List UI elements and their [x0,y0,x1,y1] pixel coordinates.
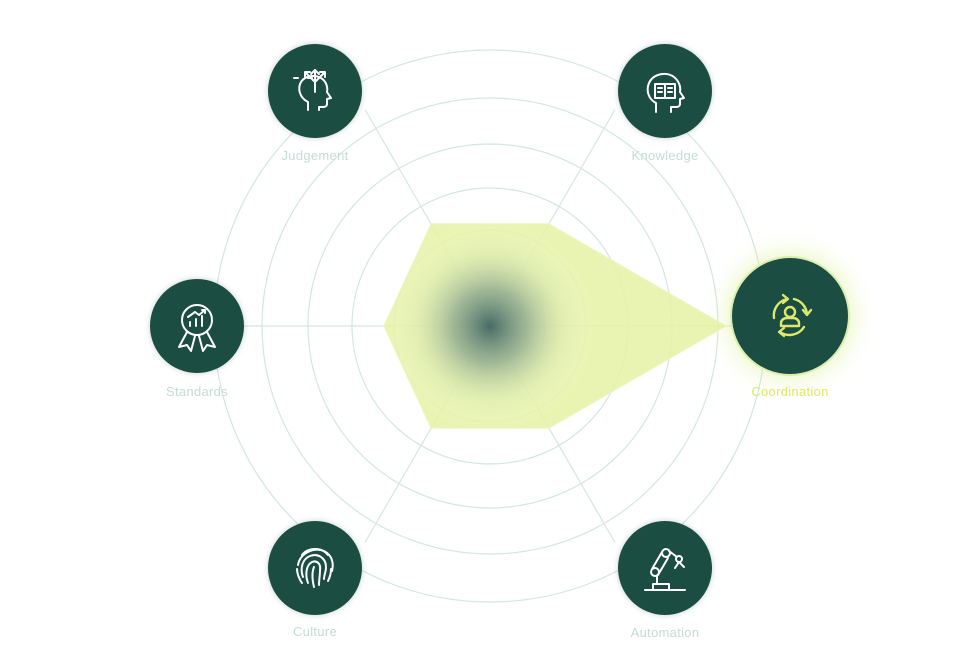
center-glow [385,221,595,431]
robot-arm-icon [644,548,686,591]
fingerprint-icon [296,548,334,588]
node-culture[interactable] [268,521,362,615]
award-chart-icon [178,304,216,352]
label-judgement: Judgement [281,148,349,163]
node-automation[interactable] [618,521,712,615]
label-culture: Culture [292,624,337,639]
label-automation: Automation [630,625,700,640]
label-knowledge: Knowledge [631,148,699,163]
node-standards[interactable] [150,279,244,373]
node-coordination[interactable] [732,258,848,374]
label-coordination: Coordination [751,384,829,399]
cycle-person-icon [772,293,813,338]
head-arrows-icon [293,69,332,111]
node-knowledge[interactable] [618,44,712,138]
node-judgement[interactable] [268,44,362,138]
label-standards: Standards [166,384,228,399]
head-book-icon [646,72,685,113]
